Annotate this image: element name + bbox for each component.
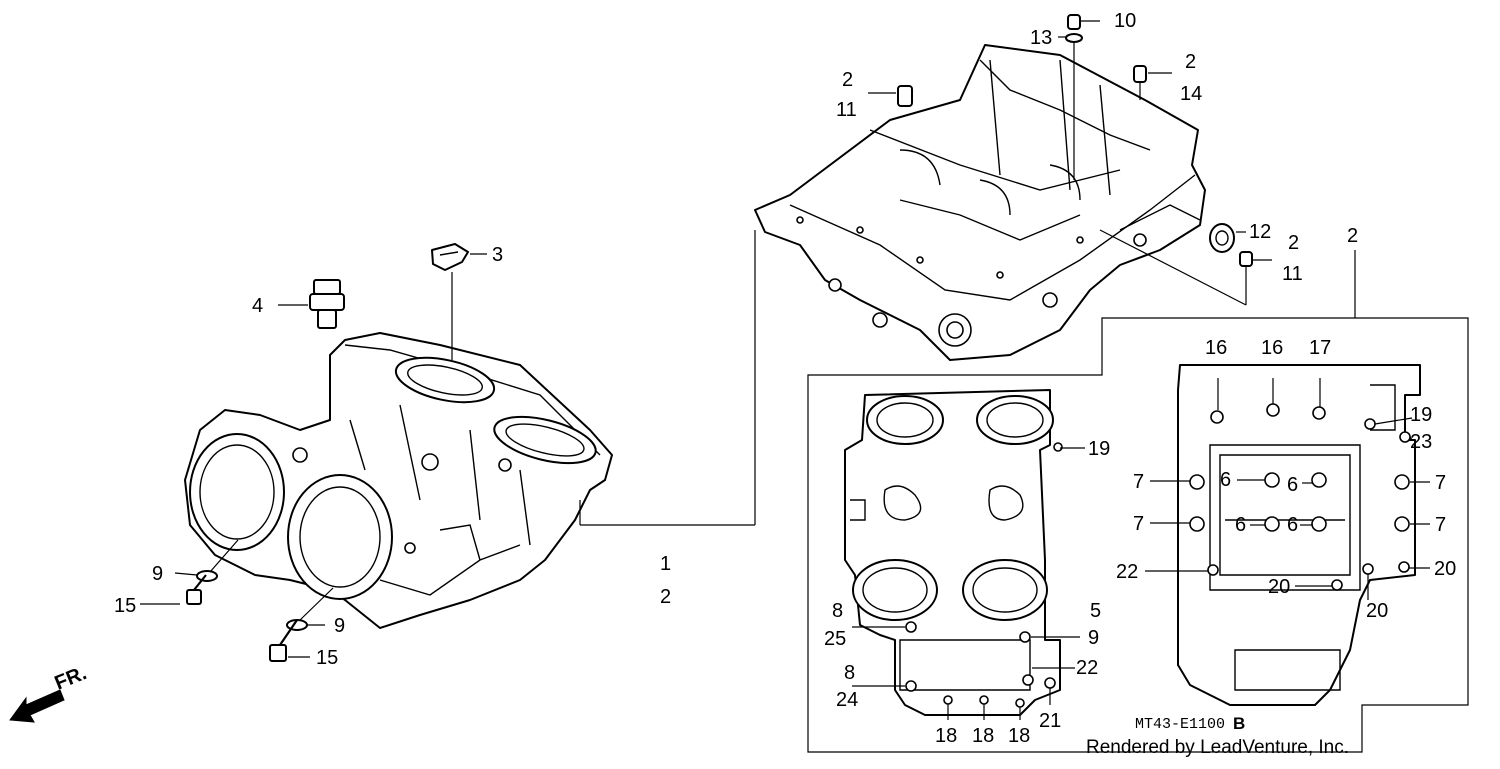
- callout-7: 7: [1133, 513, 1144, 535]
- callout-16: 16: [1205, 337, 1227, 359]
- bolts-left: [140, 539, 334, 662]
- callout-20: 20: [1366, 600, 1388, 622]
- lower-gasket: [1177, 364, 1421, 706]
- callout-2: 2: [660, 586, 671, 608]
- callout-1: 1: [660, 553, 671, 575]
- callout-14: 14: [1180, 83, 1202, 105]
- callout-19: 19: [1410, 404, 1432, 426]
- front-direction-arrow-icon: [9, 689, 65, 723]
- callout-leaders: [852, 378, 1430, 720]
- callout-labels: 10 13 2 14 2 11 12 2 11 2 3 4 1 2 9 15 9…: [114, 10, 1456, 747]
- callout-6: 6: [1235, 514, 1246, 536]
- callout-8: 8: [832, 600, 843, 622]
- callout-20: 20: [1434, 558, 1456, 580]
- callout-2: 2: [1347, 225, 1358, 247]
- diagram-code-suffix: B: [1233, 714, 1245, 733]
- callout-22: 22: [1076, 657, 1098, 679]
- rendered-by-credit: Rendered by LeadVenture, Inc.: [1086, 737, 1349, 758]
- callout-12: 12: [1249, 221, 1271, 243]
- gasket-panel: [807, 317, 1469, 753]
- callout-2: 2: [1185, 51, 1196, 73]
- callout-6: 6: [1287, 474, 1298, 496]
- knock-sensor: [278, 279, 345, 329]
- callout-15: 15: [114, 595, 136, 617]
- upper-gasket: [844, 389, 1063, 716]
- callout-2: 2: [1288, 232, 1299, 254]
- callout-8: 8: [844, 662, 855, 684]
- callout-10: 10: [1114, 10, 1136, 32]
- callout-7: 7: [1435, 514, 1446, 536]
- upper-crankcase: [754, 44, 1206, 361]
- callout-7: 7: [1435, 472, 1446, 494]
- diagram-code: MT43-E1100: [1135, 716, 1225, 733]
- callout-18: 18: [935, 725, 957, 747]
- callout-5: 5: [1090, 600, 1101, 622]
- callout-17: 17: [1309, 337, 1331, 359]
- wire-clip: [431, 243, 487, 360]
- callout-13: 13: [1030, 27, 1052, 49]
- callout-6: 6: [1220, 469, 1231, 491]
- callout-18: 18: [1008, 725, 1030, 747]
- callout-18: 18: [972, 725, 994, 747]
- front-direction-label: FR.: [52, 662, 90, 694]
- callout-7: 7: [1133, 471, 1144, 493]
- callout-9: 9: [334, 615, 345, 637]
- callout-21: 21: [1039, 710, 1061, 732]
- callout-9: 9: [152, 563, 163, 585]
- callout-16: 16: [1261, 337, 1283, 359]
- callout-20: 20: [1268, 576, 1290, 598]
- callout-22: 22: [1116, 561, 1138, 583]
- leader-lines: [579, 230, 1356, 526]
- callout-6: 6: [1287, 514, 1298, 536]
- callout-9: 9: [1088, 627, 1099, 649]
- callout-25: 25: [824, 628, 846, 650]
- callout-11: 11: [836, 99, 857, 121]
- callout-23: 23: [1410, 431, 1432, 453]
- cylinder-block: [184, 332, 613, 629]
- callout-19: 19: [1088, 438, 1110, 460]
- callout-3: 3: [492, 244, 503, 266]
- callout-24: 24: [836, 689, 858, 711]
- callout-2: 2: [842, 69, 853, 91]
- callout-15: 15: [316, 647, 338, 669]
- callout-4: 4: [252, 295, 263, 317]
- dowel-pins: [868, 14, 1272, 306]
- callout-11: 11: [1282, 263, 1303, 285]
